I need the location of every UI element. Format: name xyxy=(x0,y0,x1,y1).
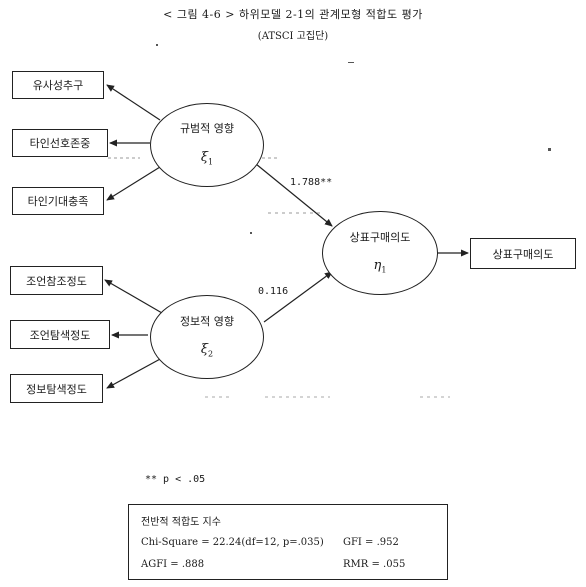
eta-1-symbol: η1 xyxy=(373,258,387,275)
indicator-box-5: 조언탐색정도 xyxy=(10,320,110,349)
informative-influence-ellipse xyxy=(150,295,264,379)
informative-influence-label: 정보적 영향 xyxy=(179,315,235,328)
figure-subtitle: (ATSCI 고집단) xyxy=(257,31,329,42)
normative-influence-ellipse xyxy=(150,103,264,187)
xi-1-symbol: ξ1 xyxy=(200,150,214,167)
gfi-value: GFI = .952 xyxy=(343,537,399,548)
normative-influence-label: 규범적 영향 xyxy=(179,122,235,135)
arrow-normative-to-indicator-1 xyxy=(106,84,161,121)
arrow-normative-to-indicator-3 xyxy=(106,166,161,201)
indicator-box-1: 유사성추구 xyxy=(12,71,104,99)
purchase-intention-label: 상표구매의도 xyxy=(349,231,411,244)
arrow-informative-to-indicator-3 xyxy=(106,357,163,389)
indicator-box-6: 정보탐색정도 xyxy=(10,374,103,403)
arrow-informative-to-indicator-1 xyxy=(104,279,163,314)
purchase-intention-ellipse xyxy=(322,211,438,295)
path-informative-to-intention xyxy=(263,271,333,323)
indicator-box-2: 타인선호존중 xyxy=(12,129,108,157)
coef-informative-to-intention: 0.116 xyxy=(258,286,289,297)
rmr-value: RMR = .055 xyxy=(343,559,406,570)
indicator-box-4: 조언참조정도 xyxy=(10,266,103,295)
path-normative-to-intention xyxy=(255,163,333,227)
coef-normative-to-intention: 1.788** xyxy=(290,177,333,188)
intention-indicator-box: 상표구매의도 xyxy=(470,238,576,269)
xi-2-symbol: ξ2 xyxy=(200,342,214,359)
agfi-value: AGFI = .888 xyxy=(141,559,205,570)
fit-heading: 전반적 적합도 지수 xyxy=(141,517,221,528)
chi-square-value: Chi-Square = 22.24(df=12, p=.035) xyxy=(141,537,324,548)
fit-indices-box: 전반적 적합도 지수 Chi-Square = 22.24(df=12, p=.… xyxy=(128,504,448,580)
significance-note: ** p < .05 xyxy=(145,474,206,485)
indicator-box-3: 타인기대충족 xyxy=(12,187,104,215)
figure-title: < 그림 4-6 > 하위모델 2-1의 관계모형 적합도 평가 xyxy=(163,8,423,21)
